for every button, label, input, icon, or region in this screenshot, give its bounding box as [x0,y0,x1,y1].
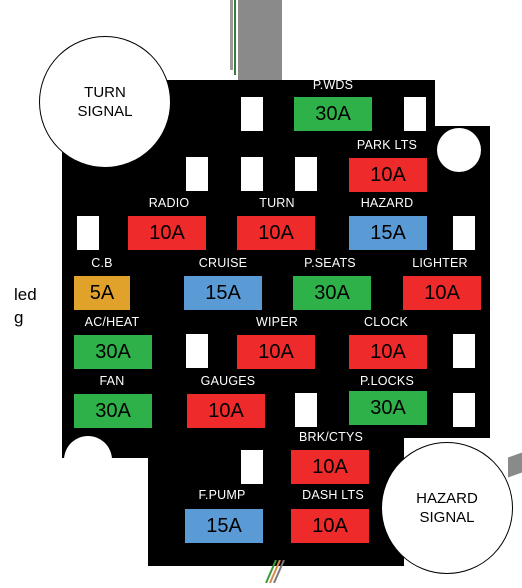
fuse-label-lighter: LIGHTER [412,256,468,270]
fuse-label-cb: C.B [91,256,113,270]
fuse-cruise: 15A [183,275,263,311]
fuse-label-plocks: P.LOCKS [360,374,414,388]
empty-fuse-slot [241,450,263,484]
fuse-label-brkctys: BRK/CTYS [298,430,364,444]
empty-fuse-slot [453,334,475,368]
fuse-turn: 10A [236,215,316,251]
fuse-label-dashlts: DASH LTS [302,488,364,502]
fuse-fan: 30A [73,393,153,429]
empty-fuse-slot [295,393,317,427]
fuse-parklts: 10A [348,157,428,193]
empty-fuse-slot [186,334,208,368]
fuse-fpump: 15A [184,508,264,544]
fuse-label-pwds: P.WDS [312,78,354,92]
fuse-brkctys: 10A [290,449,370,485]
empty-fuse-slot [241,97,263,131]
hazard-signal-line2: SIGNAL [419,509,475,526]
fuse-label-fpump: F.PUMP [198,488,246,502]
wire-harness-top [238,0,282,80]
hazard-signal-line1: HAZARD [416,490,478,507]
mounting-hole [64,436,112,484]
fuse-label-pseats: P.SEATS [304,256,356,270]
fuse-wiper: 10A [236,334,316,370]
fuse-label-cruise: CRUISE [198,256,248,270]
fuse-gauges: 10A [186,393,266,429]
wire-strand [230,0,233,70]
fuse-clock: 10A [348,334,428,370]
fuse-dashlts: 10A [290,508,370,544]
turn-signal-line1: TURN [84,84,126,101]
fuse-lighter: 10A [402,275,482,311]
fuse-plocks: 30A [348,390,428,426]
fuse-pseats: 30A [292,275,372,311]
fuse-label-fan: FAN [99,374,125,388]
empty-fuse-slot [453,393,475,427]
wire-strand-green [234,0,236,75]
fuse-label-clock: CLOCK [363,315,409,329]
turn-signal-line2: SIGNAL [77,103,133,120]
fuse-radio: 10A [127,215,207,251]
fuse-label-wiper: WIPER [256,315,298,329]
fuse-label-acheat: AC/HEAT [84,315,140,329]
empty-fuse-slot [241,157,263,191]
mounting-hole [437,128,481,172]
fuse-label-gauges: GAUGES [200,374,256,388]
empty-fuse-slot [404,97,426,131]
wire-harness-bottom [262,559,292,584]
wires-icon [265,559,285,584]
fuse-label-radio: RADIO [148,196,190,210]
hazard-signal-flasher: HAZARD SIGNAL [381,442,513,574]
fuse-label-parklts: PARK LTS [356,138,418,152]
turn-signal-flasher: TURN SIGNAL [39,36,171,168]
empty-fuse-slot [453,216,475,250]
side-text-line1: led [14,285,37,304]
fuse-cb: 5A [73,275,131,311]
fuse-hazard: 15A [348,215,428,251]
fuse-label-hazard: HAZARD [360,196,414,210]
empty-fuse-slot [295,157,317,191]
fuse-label-turn: TURN [259,196,295,210]
side-text-line2: g [14,308,24,327]
fuse-acheat: 30A [73,334,153,370]
wire-right-edge [508,452,522,478]
empty-fuse-slot [77,216,99,250]
empty-fuse-slot [186,157,208,191]
fuse-pwds: 30A [293,96,373,132]
